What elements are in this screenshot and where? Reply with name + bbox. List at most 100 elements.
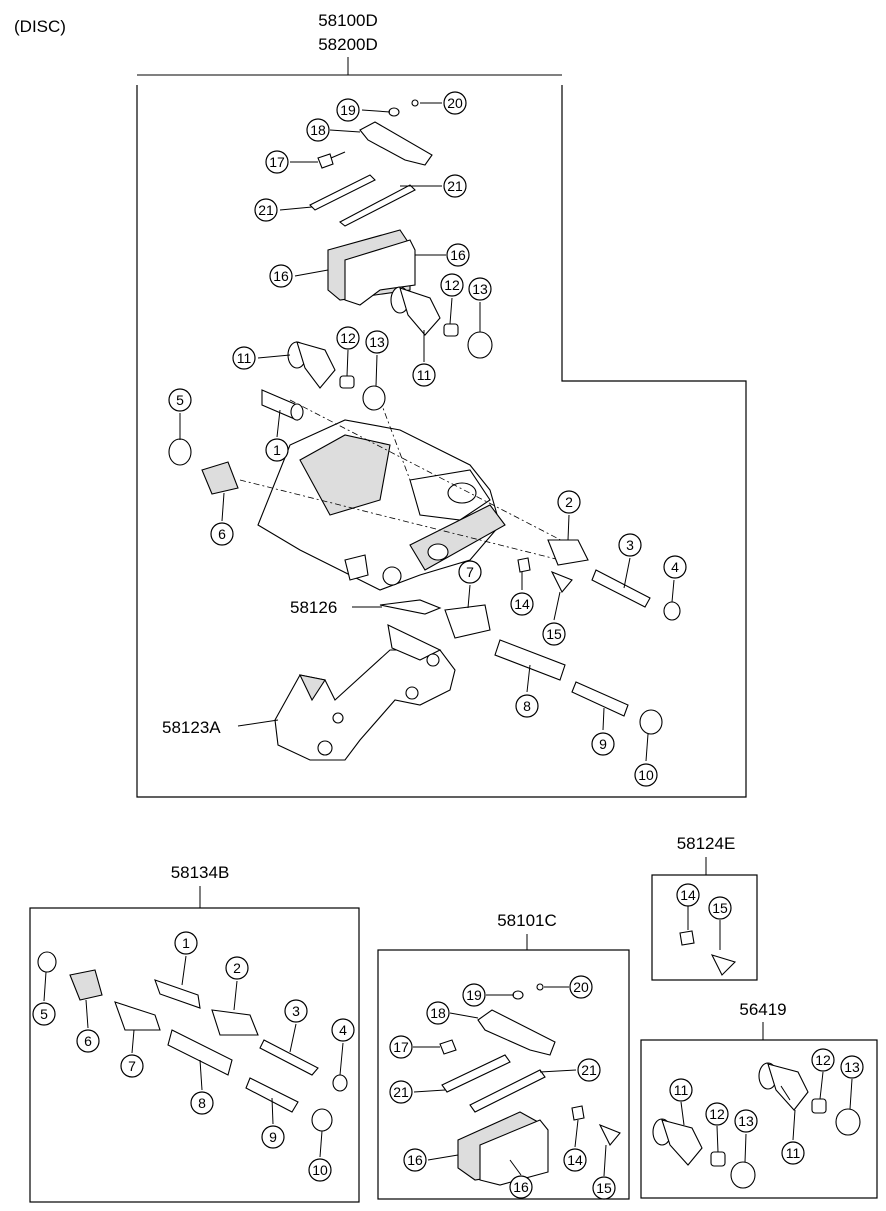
bleeder-kit-assembly: 58124E 14 15 [651,834,758,981]
sleeve-7 [444,604,491,639]
pad-clip [359,121,433,166]
bolt-17 [317,153,334,169]
pdk-callout-14: 14 [567,1152,583,1168]
callout-13-b: 13 [369,334,385,350]
pk-callout-5: 5 [40,1006,48,1022]
boot-kit-code: 56419 [739,1000,786,1019]
pk-callout-3: 3 [292,1003,300,1019]
callout-15: 15 [546,626,562,642]
callout-11-b: 11 [417,367,432,383]
spring-2 [339,184,416,227]
boot-kit-frame [640,1039,878,1199]
callout-17: 17 [269,154,285,170]
bt-callout-12-a: 12 [709,1106,725,1122]
callout-8: 8 [523,698,531,714]
callout-4: 4 [671,559,679,575]
bolt-9 [571,681,629,717]
disc-note: (DISC) [14,17,66,36]
washer-19 [388,107,400,117]
callout-20: 20 [447,95,463,111]
pad-kit-assembly: 58101C 19 20 18 17 21 [377,911,630,1200]
seal-13-a [362,385,386,411]
pin-8 [494,639,566,681]
pdk-callout-21-b: 21 [393,1084,409,1100]
bt-callout-12-b: 12 [815,1052,831,1068]
bleeder-14 [517,557,531,573]
bushing-2 [547,539,589,566]
sensor-code: 58126 [290,598,337,617]
callout-19: 19 [340,102,356,118]
callout-11-a: 11 [237,350,252,366]
pin-kit-frame [29,907,360,1203]
pk-callout-4: 4 [339,1022,347,1038]
pk-callout-2: 2 [233,960,241,976]
callout-10: 10 [638,767,654,783]
bracket-58123A [274,624,456,761]
pin-20 [411,99,419,107]
callout-14: 14 [514,596,530,612]
callout-5: 5 [176,392,184,408]
sleeve-12-a [339,375,355,389]
callout-2: 2 [565,494,573,510]
bleeder-kit-frame [651,874,758,981]
callout-6: 6 [218,526,226,542]
callout-21-b: 21 [258,202,274,218]
cap-5 [168,438,192,466]
bt-callout-13-b: 13 [844,1059,860,1075]
main-code-2: 58200D [318,35,378,54]
main-assembly-frame [136,85,747,798]
pk-callout-6: 6 [84,1033,92,1049]
sensor-58126 [379,599,442,615]
pdk-callout-17: 17 [393,1039,409,1055]
pk-callout-9: 9 [269,1129,277,1145]
bk-callout-14: 14 [680,887,696,903]
pdk-callout-16-a: 16 [407,1152,423,1168]
callout-3: 3 [626,537,634,553]
callout-16-a: 16 [450,247,466,263]
bt-callout-13-a: 13 [738,1113,754,1129]
sleeve-12-b [443,323,459,337]
callout-7: 7 [466,564,474,580]
boot-kit-assembly: 56419 11 12 13 12 13 11 [640,1000,878,1199]
pdk-callout-21-a: 21 [581,1062,597,1078]
cap-10 [639,709,663,735]
callout-9: 9 [599,736,607,752]
pk-callout-1: 1 [182,935,190,951]
pad-kit-code: 58101C [497,911,557,930]
main-assembly: 58100D 58200D [136,11,747,798]
cap-4 [663,601,681,621]
pin-kit-code: 58134B [171,863,230,882]
pdk-callout-16-b: 16 [513,1179,529,1195]
callout-21-a: 21 [447,178,463,194]
bleeder-kit-code: 58124E [677,834,736,853]
callout-16-b: 16 [273,268,289,284]
boot-6 [201,461,239,495]
callout-1: 1 [273,442,281,458]
spring-1 [309,174,376,211]
callout-12-a: 12 [444,277,460,293]
bk-callout-15: 15 [712,900,728,916]
pad-kit-frame [377,949,630,1200]
pk-callout-10: 10 [312,1162,328,1178]
main-code-1: 58100D [318,11,378,30]
caliper-body [257,419,506,591]
callout-13-a: 13 [472,281,488,297]
bolt-3 [591,569,651,608]
bt-callout-11-b: 11 [786,1145,801,1161]
bleeder-cap-15 [550,570,573,593]
seal-13-b [467,331,493,359]
callout-18: 18 [310,122,326,138]
bt-callout-11-a: 11 [674,1082,689,1098]
pk-callout-7: 7 [128,1058,136,1074]
pdk-callout-15: 15 [596,1180,612,1196]
pdk-callout-19: 19 [466,987,482,1003]
pdk-callout-18: 18 [430,1005,446,1021]
pin-kit-assembly: 58134B 5 6 7 1 2 3 [29,863,360,1203]
bracket-code: 58123A [162,718,221,737]
pdk-callout-20: 20 [573,979,589,995]
boot-11-b [390,286,441,336]
callout-12-b: 12 [340,330,356,346]
boot-11-a [287,341,336,389]
pk-callout-8: 8 [198,1095,206,1111]
